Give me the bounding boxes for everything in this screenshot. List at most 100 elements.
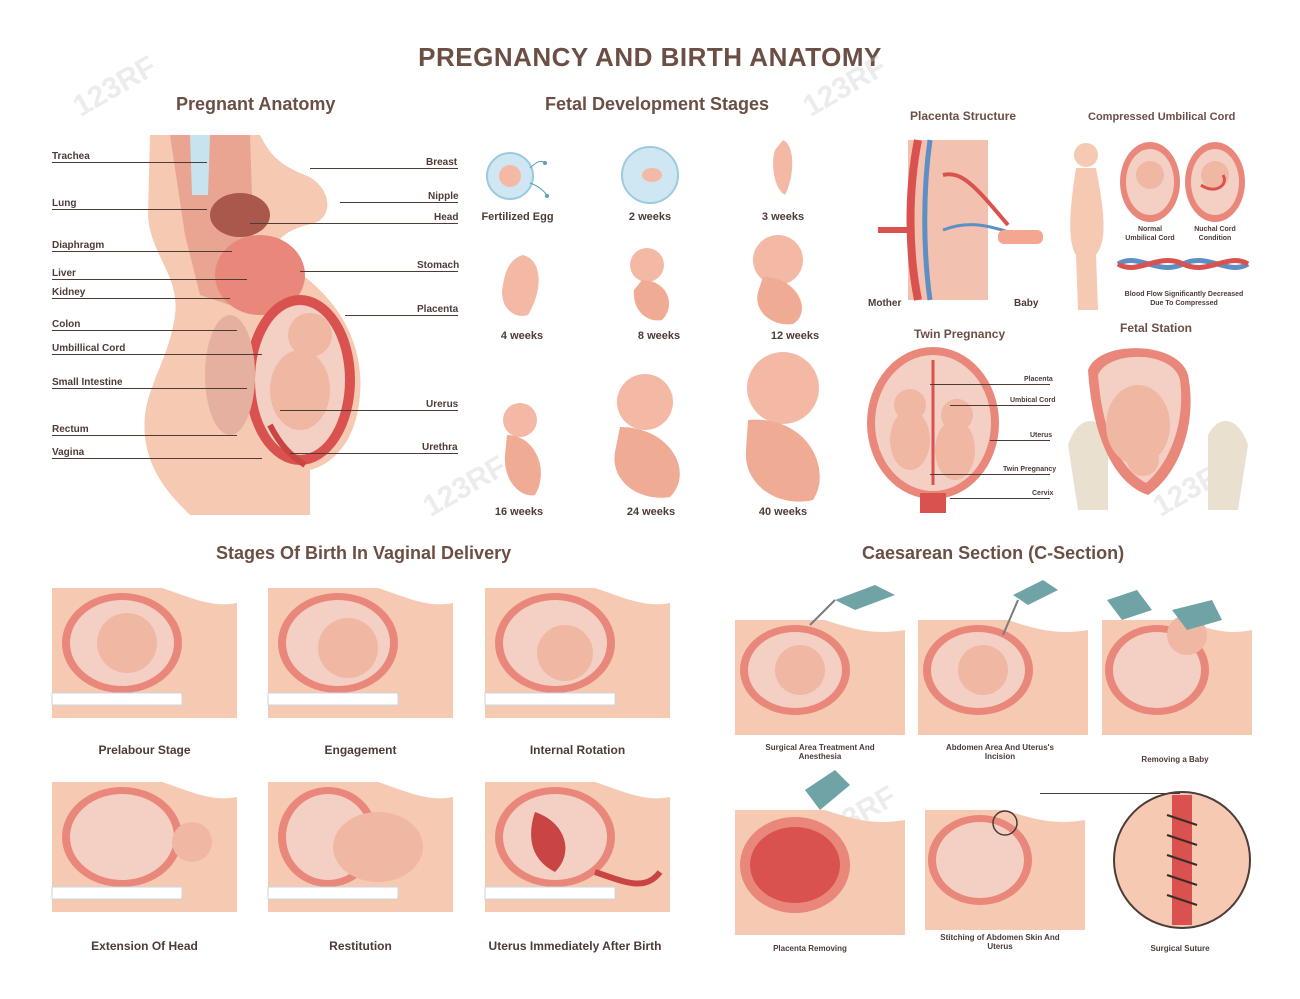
birth-stage-illustration [484,782,670,912]
label-urethra: Urethra [422,442,458,453]
c-section-step-illustration [735,770,905,935]
twin-label-umbical-cord: Umbical Cord [1010,397,1056,404]
fertilized-egg-icon [486,152,549,200]
fetal-development-heading: Fetal Development Stages [545,94,770,114]
stage-fertilized-egg: Fertilized Egg [481,211,554,223]
leader-line [52,458,262,459]
label-stomach: Stomach [417,260,460,271]
c-step-anesthesia: Surgical Area Treatment And Anesthesia [765,743,875,761]
leader-line [250,223,458,224]
leader-line [52,251,232,252]
twin-label-uterus: Uterus [1030,432,1053,439]
c-section-step-illustration [925,810,1085,930]
twin-pregnancy-illustration [867,347,999,513]
leader-line [52,162,207,163]
label-head: Head [434,212,459,223]
leader-line [52,354,262,355]
stage-uterus-after-birth: Uterus Immediately After Birth [488,939,662,953]
label-trachea: Trachea [52,151,90,162]
leader-line [950,405,1050,406]
twin-label-twin-pregnancy: Twin Pregnancy [1003,466,1057,473]
stage-2-weeks: 2 weeks [628,211,672,223]
leader-line [340,202,458,203]
c-step-surgical-suture: Surgical Suture [1150,944,1210,953]
leader-line [52,435,237,436]
label-nipple: Nipple [428,191,459,202]
label-liver: Liver [52,268,76,279]
leader-line [52,209,207,210]
c-step-stitching: Stitching of Abdomen Skin And Uterus [940,933,1060,951]
label-placenta: Placenta [417,304,459,315]
label-lung: Lung [52,198,77,209]
compressed-cord-strip [1116,258,1250,270]
leader-line [290,453,458,454]
embryo-2-weeks-icon [621,146,679,204]
placenta-structure-illustration [878,139,1043,301]
label-uterus: Urerus [426,399,459,410]
vaginal-delivery-heading: Stages Of Birth In Vaginal Delivery [216,543,512,563]
placenta-structure-heading: Placenta Structure [910,109,1017,123]
pregnant-anatomy-heading: Pregnant Anatomy [176,94,336,114]
c-section-heading: Caesarean Section (C-Section) [862,543,1125,563]
stage-engagement: Engagement [324,743,397,757]
stage-40-weeks: 40 weeks [758,506,808,518]
normal-cord-illustration [1120,142,1180,222]
label-rectum: Rectum [52,424,89,435]
label-colon: Colon [52,319,81,330]
label-kidney: Kidney [52,287,86,298]
leader-line [345,315,458,316]
stage-restitution: Restitution [329,939,392,953]
birth-stage-illustration [267,588,453,718]
leader-line [930,384,1050,385]
stage-12-weeks: 12 weeks [770,330,820,342]
leader-line [950,498,1050,499]
embryo-4-weeks-icon [502,255,539,316]
page-title: PREGNANCY AND BIRTH ANATOMY [418,42,882,72]
fetus-16-weeks-icon [503,403,541,496]
embryo-3-weeks-icon [773,140,793,195]
birth-stage-illustration [267,782,453,912]
leader-line [280,410,458,411]
fetal-station-heading: Fetal Station [1120,321,1193,335]
label-umbilical-cord: Umbillical Cord [52,343,126,354]
fetal-station-illustration [1068,348,1248,510]
label-breast: Breast [426,157,458,168]
c-section-step-illustration [1102,590,1252,735]
leader-line [52,298,230,299]
birth-stage-illustration [51,588,237,718]
stage-internal-rotation: Internal Rotation [529,743,626,757]
fetus-12-weeks-icon [753,235,803,325]
nuchal-cord-caption: Nuchal Cord Condition [1194,226,1236,242]
placenta-baby-label: Baby [1014,298,1039,309]
twin-label-cervix: Cervix [1032,490,1054,497]
c-step-incision: Abdomen Area And Uterus's Incision [946,743,1054,761]
stage-prelabour: Prelabour Stage [98,743,191,757]
stage-24-weeks: 24 weeks [626,506,676,518]
stage-4-weeks: 4 weeks [500,330,544,342]
birth-stage-illustration [484,588,670,718]
label-vagina: Vagina [52,447,85,458]
compressed-cord-note: Blood Flow Significantly Decreased Due T… [1124,291,1244,307]
magnifier-connector-line [1040,793,1180,794]
embryo-8-weeks-icon [630,248,670,321]
twin-label-placenta: Placenta [1024,376,1053,383]
nuchal-cord-illustration [1185,142,1245,222]
stage-16-weeks: 16 weeks [494,506,544,518]
leader-line [990,440,1050,441]
leader-line [52,388,247,389]
fetus-24-weeks-icon [614,374,680,498]
c-step-placenta-removing: Placenta Removing [773,944,847,953]
c-section-step-illustration [918,580,1088,735]
stage-3-weeks: 3 weeks [761,211,805,223]
twin-pregnancy-heading: Twin Pregnancy [914,327,1006,341]
compressed-cord-heading: Compressed Umbilical Cord [1088,111,1236,123]
leader-line [52,279,247,280]
c-section-step-illustration [735,585,905,735]
leader-line [310,168,458,169]
label-diaphragm: Diaphragm [52,240,105,251]
surgical-suture-magnified [1113,791,1251,929]
leader-line [300,271,458,272]
leader-line [52,330,237,331]
normal-cord-caption: Normal Umbilical Cord [1125,226,1175,242]
pregnant-woman-silhouette [1070,143,1104,310]
